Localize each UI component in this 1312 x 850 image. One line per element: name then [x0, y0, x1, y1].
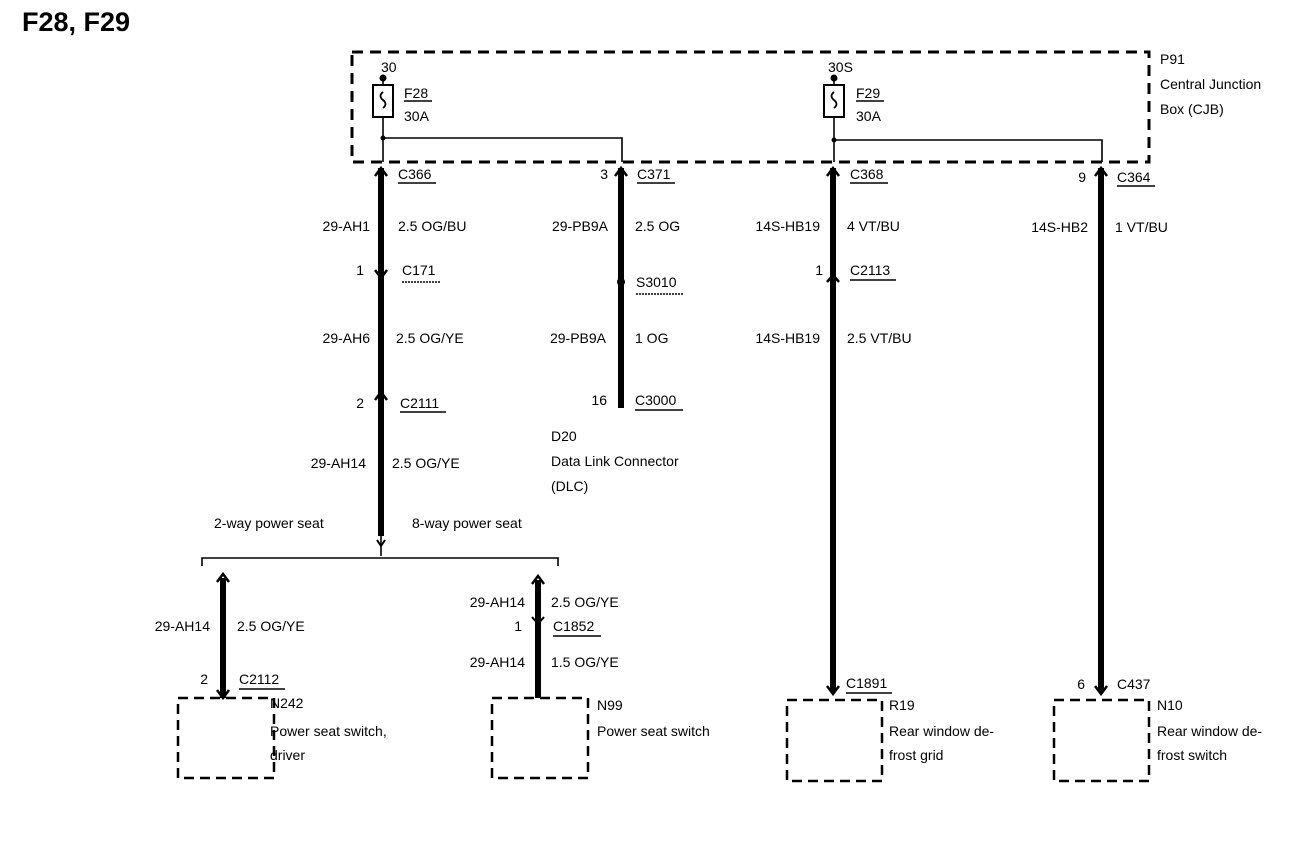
component-n10: [1052, 698, 1151, 783]
component-n10-line1: Rear window de-: [1157, 723, 1262, 739]
wire-left: 29-AH14: [155, 618, 210, 634]
wire-c2-1: 29-PB9A: [552, 218, 609, 234]
wire-c2-1-spec: 2.5 OG: [635, 218, 680, 234]
wire-14S-HB19: [826, 165, 840, 697]
conn-c1891: C1891: [846, 675, 887, 691]
pin-c3000: 16: [591, 392, 607, 408]
conn-c1852: C1852: [553, 618, 594, 634]
cjb-outline: [350, 50, 1151, 164]
conn-c371: C371: [637, 166, 671, 182]
component-n99-id: N99: [597, 697, 623, 713]
wire-left-spec: 2.5 OG/YE: [237, 618, 305, 634]
dlc-id: D20: [551, 428, 577, 444]
wire-c1-1: 29-AH1: [323, 218, 371, 234]
wire-c1-2: 29-AH6: [323, 330, 371, 346]
wire-c3-1: 14S-HB19: [755, 218, 820, 234]
component-n10-line2: frost switch: [1157, 747, 1227, 763]
wire-middle-branch: [531, 573, 545, 698]
conn-c3000: C3000: [635, 392, 676, 408]
fuse-f28-name: F28: [404, 85, 428, 101]
component-r19-id: R19: [889, 697, 915, 713]
cjb-id: P91: [1160, 51, 1185, 67]
fuse-f28: [372, 74, 394, 141]
diagram-title: F28, F29: [22, 7, 130, 37]
splice-s3010: S3010: [636, 274, 677, 290]
pin-c437: 6: [1077, 676, 1085, 692]
wire-c1-3-spec: 2.5 OG/YE: [392, 455, 460, 471]
pin-c2111: 2: [356, 395, 364, 411]
wire-29-AH: [374, 165, 388, 556]
wire-c3-1-spec: 4 VT/BU: [847, 218, 900, 234]
dlc-name-line1: Data Link Connector: [551, 453, 679, 469]
wire-c1-1-spec: 2.5 OG/BU: [398, 218, 466, 234]
fuse-f28-supply: 30: [381, 59, 397, 75]
fuse-f29: [823, 74, 845, 143]
cjb-bus-f28: [383, 137, 623, 162]
pin-c1852: 1: [514, 618, 522, 634]
component-n99-line1: Power seat switch: [597, 723, 710, 739]
wire-mid-2-spec: 1.5 OG/YE: [551, 654, 619, 670]
component-n99: [490, 696, 590, 780]
wire-c4: 14S-HB2: [1031, 219, 1088, 235]
wire-mid-1-spec: 2.5 OG/YE: [551, 594, 619, 610]
fuse-f28-rating: 30A: [404, 108, 430, 124]
option-2way-seat: 2-way power seat: [214, 515, 324, 531]
wire-c1-3: 29-AH14: [311, 455, 366, 471]
conn-c2111: C2111: [400, 395, 439, 411]
wire-c4-spec: 1 VT/BU: [1115, 219, 1168, 235]
component-r19-line1: Rear window de-: [889, 723, 994, 739]
wire-c1-2-spec: 2.5 OG/YE: [396, 330, 464, 346]
conn-c364: C364: [1117, 169, 1151, 185]
component-n242-line1: Power seat switch,: [270, 723, 387, 739]
fuse-f29-name: F29: [856, 85, 880, 101]
component-n242-line2: driver: [270, 747, 305, 763]
option-bracket: [201, 557, 559, 566]
component-n242: [176, 696, 276, 780]
pin-c2113: 1: [815, 262, 823, 278]
wire-c2-2-spec: 1 OG: [635, 330, 668, 346]
conn-c2113: C2113: [850, 262, 890, 278]
cjb-name-line2: Box (CJB): [1160, 101, 1224, 117]
conn-c368: C368: [850, 166, 884, 182]
fuse-f29-rating: 30A: [856, 108, 882, 124]
wire-c2-2: 29-PB9A: [550, 330, 607, 346]
wire-mid-1: 29-AH14: [470, 594, 525, 610]
pin-c364: 9: [1078, 169, 1086, 185]
wire-29-PB9A: [614, 165, 628, 408]
option-8way-seat: 8-way power seat: [412, 515, 522, 531]
wire-mid-2: 29-AH14: [470, 654, 525, 670]
pin-c371: 3: [600, 166, 608, 182]
pin-c171: 1: [356, 262, 364, 278]
component-n10-id: N10: [1157, 697, 1183, 713]
wire-left-branch: [216, 571, 230, 701]
conn-c437: C437: [1117, 676, 1151, 692]
dlc-name-line2: (DLC): [551, 478, 588, 494]
wire-c3-2-spec: 2.5 VT/BU: [847, 330, 912, 346]
component-r19-line2: frost grid: [889, 747, 943, 763]
component-r19: [785, 698, 884, 783]
pin-c2112: 2: [200, 671, 208, 687]
conn-c171: C171: [402, 262, 436, 278]
component-n242-id: N242: [270, 695, 304, 711]
wire-c3-2: 14S-HB19: [755, 330, 820, 346]
fuse-f29-supply: 30S: [828, 59, 853, 75]
wire-14S-HB2: [1094, 165, 1108, 697]
cjb-name-line1: Central Junction: [1160, 76, 1261, 92]
cjb-bus-f29: [834, 139, 1103, 162]
conn-c2112: C2112: [239, 671, 279, 687]
conn-c366: C366: [398, 166, 432, 182]
